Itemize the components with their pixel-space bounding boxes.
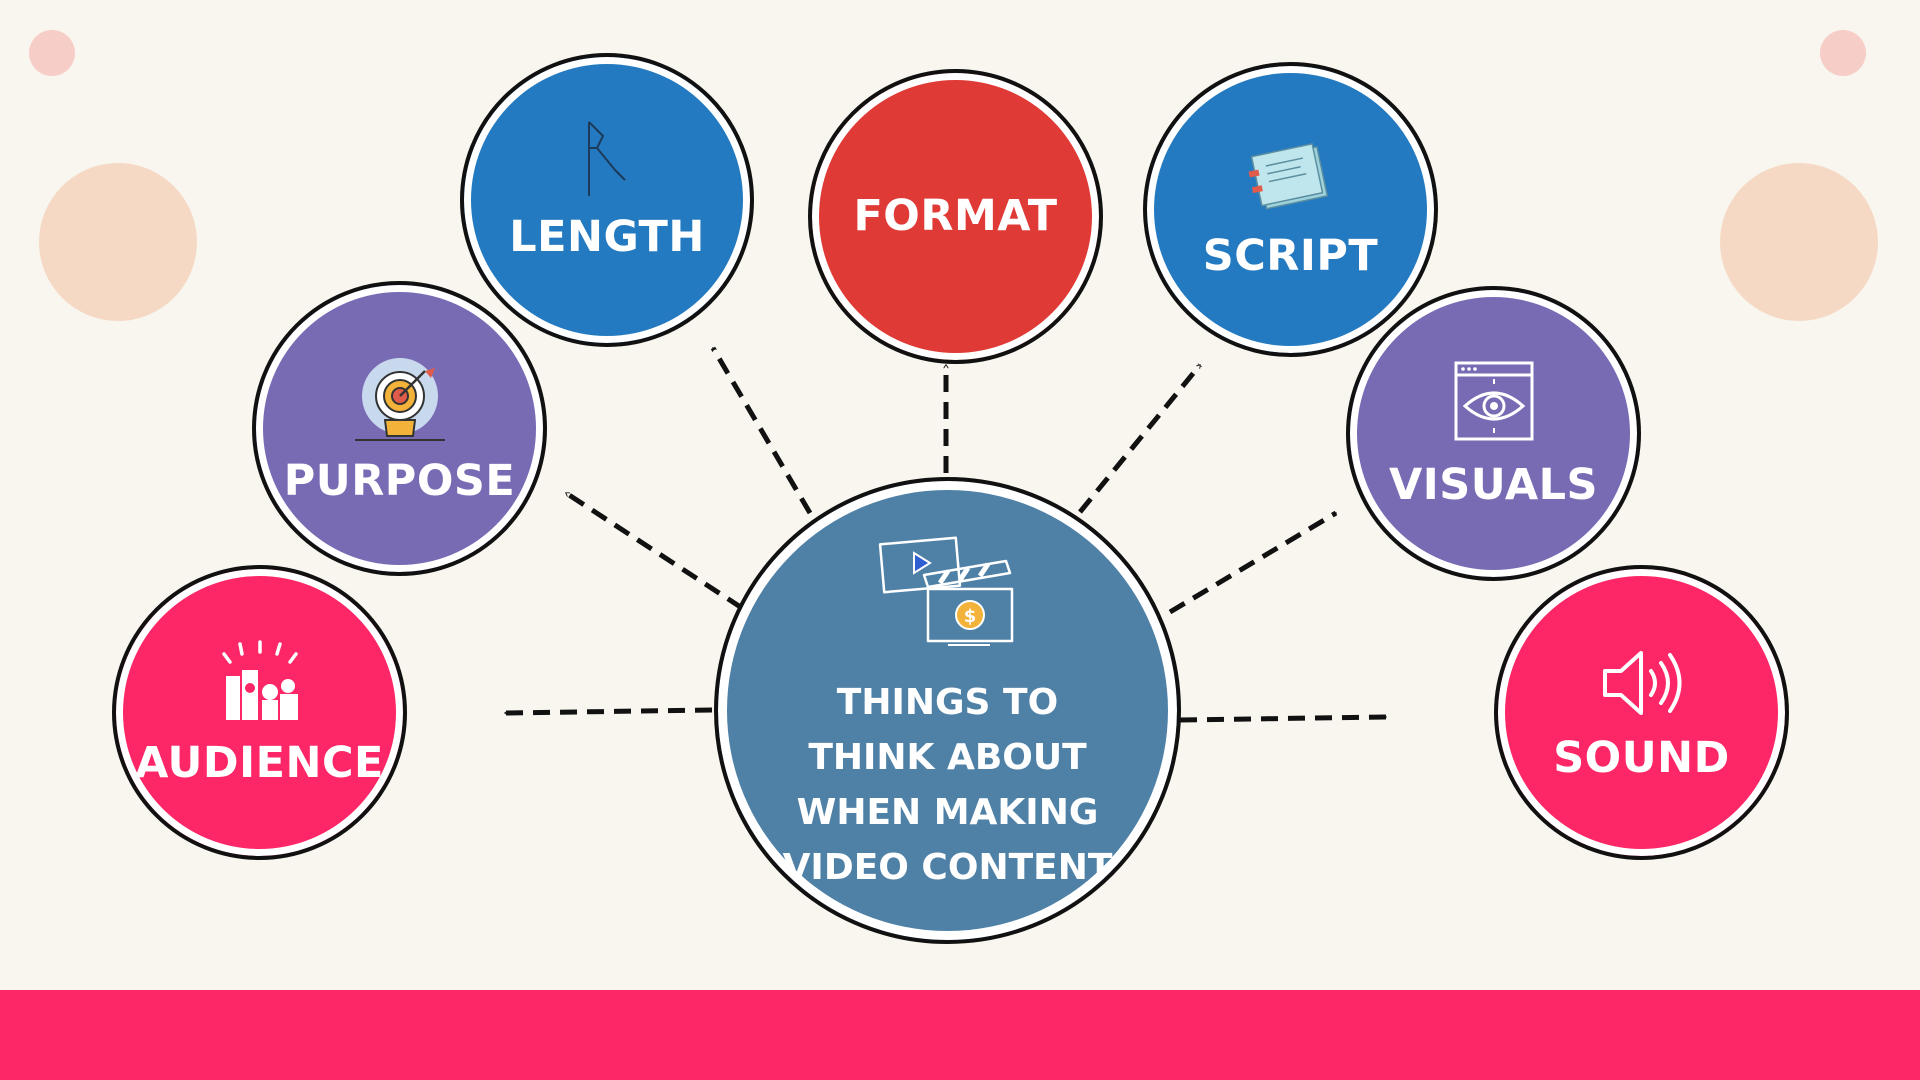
node-label-audience: AUDIENCE [135, 738, 384, 788]
decor-circle-right [1720, 163, 1878, 321]
node-format: FORMAT [808, 69, 1103, 364]
node-visuals: VISUALS [1346, 286, 1641, 581]
arrow-to-script [1078, 363, 1202, 514]
node-length: LENGTH [460, 53, 754, 347]
target-lightbulb-icon [354, 358, 445, 441]
arrow-to-purpose [564, 490, 744, 611]
center-title: THINGS TO THINK ABOUT WHEN MAKING VIDEO … [782, 681, 1113, 888]
ruler-caliper-icon [588, 120, 626, 196]
node-label-script: SCRIPT [1202, 231, 1379, 281]
arrow-to-audience [505, 707, 713, 716]
node-label-length: LENGTH [509, 211, 705, 262]
audience-crowd-icon [221, 640, 298, 720]
video-clapperboard-icon: $ [878, 536, 1013, 646]
speaker-sound-icon [1602, 651, 1681, 715]
node-label-format: FORMAT [853, 191, 1058, 241]
arrow-to-visuals [1168, 510, 1338, 615]
center-node: $ THINGS TO THINK ABOUT WHEN MAKING VIDE… [714, 477, 1181, 944]
eye-window-icon [1454, 361, 1533, 441]
node-label-visuals: VISUALS [1389, 460, 1598, 510]
node-sound: SOUND [1494, 565, 1789, 860]
script-papers-icon [1248, 142, 1328, 210]
footer-bar [0, 990, 1920, 1080]
node-script: SCRIPT [1143, 62, 1438, 357]
node-label-purpose: PURPOSE [283, 456, 516, 506]
svg-text:$: $ [963, 606, 976, 627]
node-audience: AUDIENCE [112, 565, 407, 860]
decor-dot-top-left [29, 30, 75, 76]
decor-dot-top-right [1820, 30, 1866, 76]
node-label-sound: SOUND [1553, 733, 1730, 783]
decor-circle-left [39, 163, 197, 321]
arrow-to-sound [1179, 714, 1386, 723]
arrow-to-length [710, 346, 813, 515]
node-purpose: PURPOSE [252, 281, 547, 576]
